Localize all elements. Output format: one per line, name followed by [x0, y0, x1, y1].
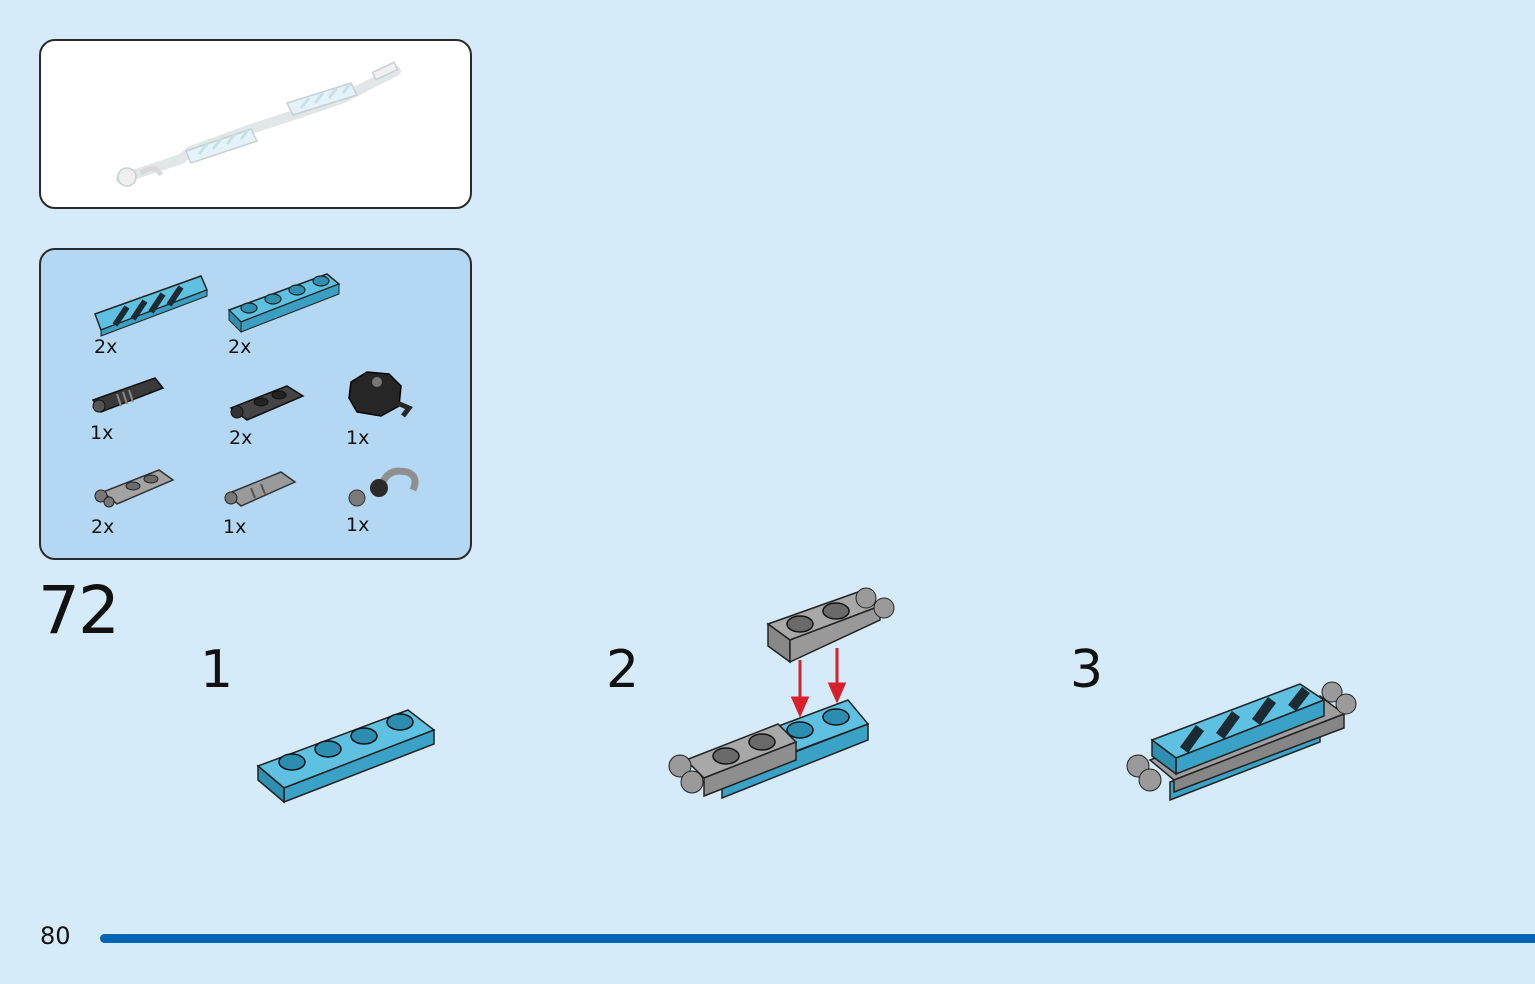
parts-list-panel: 2x 2x 1x 2x 1x 2x	[39, 248, 472, 560]
part-qty-3: 1x	[90, 422, 114, 444]
robot-head-black-icon	[348, 371, 413, 418]
substep-3-illustration	[1126, 681, 1357, 802]
part-qty-7: 1x	[223, 516, 247, 538]
bar-clip-gray-icon	[224, 471, 297, 507]
substep-label-1: 1	[200, 640, 234, 700]
step-number: 72	[38, 572, 120, 649]
progress-bar	[100, 934, 1535, 943]
clip-plate-gray-icon	[94, 469, 175, 508]
part-qty-2: 2x	[228, 336, 252, 358]
plate-1x4-azure-icon	[227, 273, 341, 334]
part-qty-6: 2x	[91, 516, 115, 538]
substep-label-3: 3	[1070, 640, 1104, 700]
page-number: 80	[40, 922, 71, 950]
shock-absorber-icon	[91, 377, 165, 413]
part-qty-5: 1x	[346, 427, 370, 449]
part-qty-8: 1x	[346, 514, 370, 536]
substep-label-2: 2	[606, 640, 640, 700]
substep-1-illustration	[256, 709, 436, 804]
tile-1x4-striped-icon	[94, 275, 208, 337]
hook-ball-icon	[348, 467, 419, 507]
part-qty-1: 2x	[94, 336, 118, 358]
part-qty-4: 2x	[229, 427, 253, 449]
substep-2-illustration	[668, 587, 895, 800]
preview-panel	[39, 39, 472, 209]
assembly-preview-image	[116, 61, 401, 187]
hinge-plate-dark-icon	[229, 385, 305, 421]
